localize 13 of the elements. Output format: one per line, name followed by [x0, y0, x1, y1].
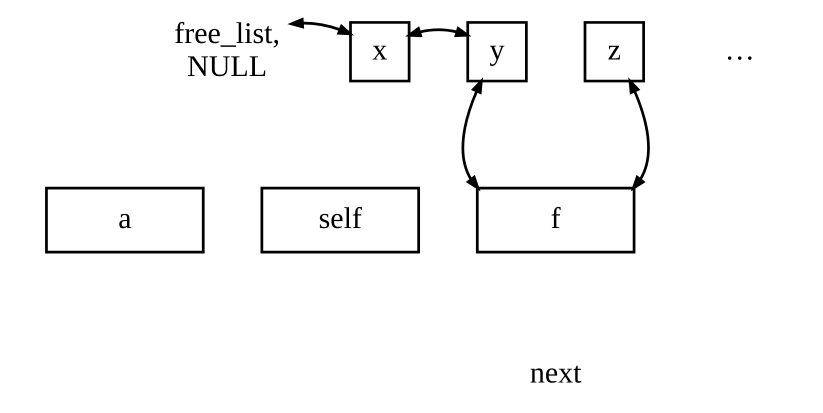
- label: next: [530, 356, 582, 390]
- arrow: [462, 77, 484, 192]
- node-box: self: [260, 186, 420, 254]
- label: …: [724, 33, 755, 66]
- node-box: z: [584, 21, 645, 82]
- node-text: free_list, NULL: [174, 17, 280, 83]
- node-box: y: [466, 21, 528, 82]
- node-box: f: [476, 186, 636, 254]
- arrow: [405, 26, 472, 38]
- node-box: a: [45, 186, 205, 254]
- arrow: [287, 17, 354, 36]
- node-box: x: [349, 21, 410, 82]
- arrow: [628, 77, 650, 192]
